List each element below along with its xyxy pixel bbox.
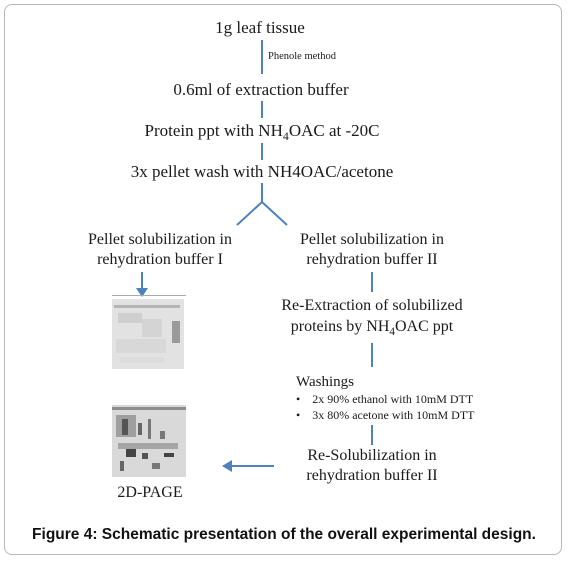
resolubilization-line1: Re-Solubilization in bbox=[307, 447, 437, 464]
gel-image-rehydration-buffer-1 bbox=[112, 299, 184, 369]
left-branch-line2: rehydration buffer I bbox=[97, 251, 223, 268]
step-leaf-tissue: 1g leaf tissue bbox=[215, 18, 305, 37]
washings-title: Washings bbox=[296, 374, 354, 390]
method-label: Phenole method bbox=[268, 51, 336, 62]
reextraction-line2: proteins by NH4OAC ppt bbox=[290, 318, 454, 338]
step-pellet-wash: 3x pellet wash with NH4OAC/acetone bbox=[130, 162, 394, 181]
connector bbox=[371, 343, 373, 367]
step-extraction-buffer: 0.6ml of extraction buffer bbox=[173, 80, 349, 99]
right-branch-line1: Pellet solubilization in bbox=[300, 231, 444, 248]
arrow-down-icon bbox=[136, 272, 148, 297]
figure-frame bbox=[4, 4, 562, 555]
fork-connector bbox=[236, 183, 288, 226]
gel-marker bbox=[112, 295, 186, 296]
connector bbox=[371, 425, 373, 445]
right-branch-line2: rehydration buffer II bbox=[306, 251, 438, 268]
reextraction-line1: Re-Extraction of solubilized bbox=[281, 297, 463, 314]
gel-image-2d-page bbox=[112, 405, 186, 477]
resolubilization-line2: rehydration buffer II bbox=[306, 467, 438, 484]
connector bbox=[371, 272, 373, 292]
arrow-left-icon bbox=[222, 460, 274, 472]
step-protein-ppt: Protein ppt with NH4OAC at -20C bbox=[144, 121, 380, 144]
connector bbox=[261, 101, 263, 118]
washing-item: • 2x 90% ethanol with 10mM DTT bbox=[296, 392, 474, 406]
left-branch-line1: Pellet solubilization in bbox=[88, 231, 232, 248]
connector bbox=[261, 143, 263, 160]
result-label: 2D-PAGE bbox=[117, 484, 183, 501]
washing-item: • 3x 80% acetone with 10mM DTT bbox=[296, 408, 475, 422]
figure-caption: Figure 4: Schematic presentation of the … bbox=[32, 526, 536, 543]
connector bbox=[261, 40, 263, 74]
